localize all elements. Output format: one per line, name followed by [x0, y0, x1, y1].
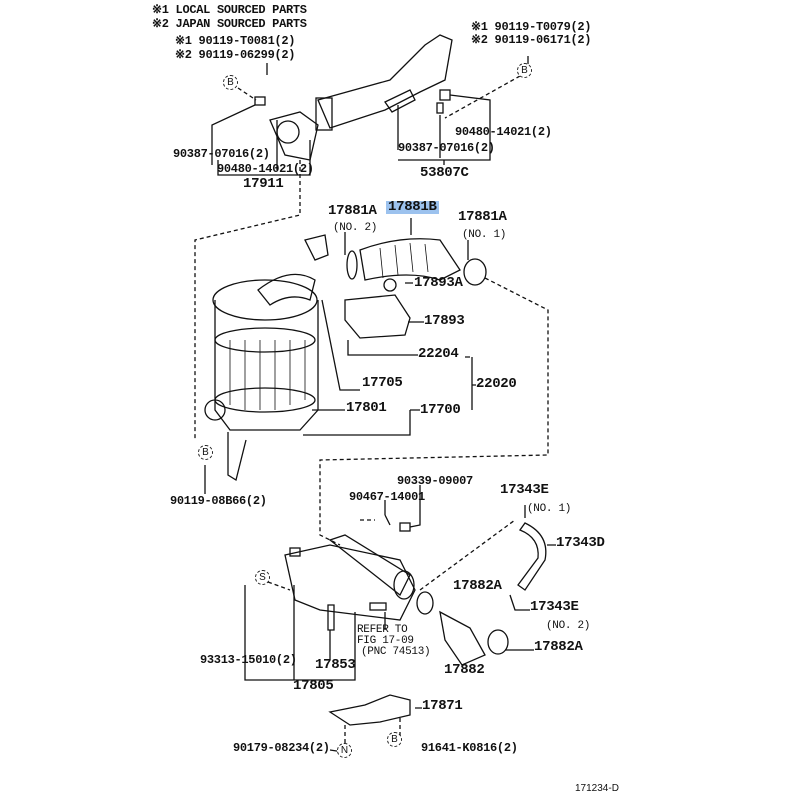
refer-note: (PNC 74513)	[361, 646, 431, 658]
duct-flange	[315, 97, 333, 131]
intake-pipe	[328, 534, 411, 597]
part-label[interactable]: 17801	[346, 400, 387, 416]
part-label[interactable]: 17882	[444, 662, 485, 678]
part-label[interactable]: 90339-09007	[397, 474, 473, 488]
leader-lines-mid	[204, 218, 476, 494]
collar-right	[436, 102, 444, 114]
marker-b: B	[517, 63, 532, 78]
part-label[interactable]: 17871	[422, 698, 463, 714]
hose-17882	[439, 610, 486, 666]
part-label[interactable]: 17911	[243, 176, 284, 192]
part-label-highlighted[interactable]: 17881B	[386, 199, 439, 215]
part-label[interactable]: 90119-08B66(2)	[170, 494, 267, 508]
part-label[interactable]: 90480-14021(2)	[455, 125, 552, 139]
note-japan-sourced: ※2 JAPAN SOURCED PARTS	[152, 17, 307, 31]
air-cleaner-inlet	[257, 273, 316, 306]
clamp-17882a-2	[487, 629, 509, 655]
dashed-leaders-mid	[319, 277, 549, 546]
intake-tank	[284, 544, 416, 621]
grommet-left	[254, 96, 266, 106]
figure-code: 171234-D	[575, 783, 619, 794]
part-note: (NO. 2)	[333, 222, 378, 234]
air-duct	[317, 34, 453, 129]
part-label[interactable]: 17881A	[328, 203, 377, 219]
label-plate	[369, 602, 387, 611]
part-label[interactable]: 22020	[476, 376, 517, 392]
part-label[interactable]: 17893A	[414, 275, 463, 291]
part-label[interactable]: 22204	[418, 346, 459, 362]
part-label[interactable]: 17343D	[556, 535, 605, 551]
leader-lines-top	[211, 56, 529, 176]
duct-elbow	[269, 111, 319, 161]
hose-clamp-no2	[346, 250, 358, 280]
marker-b: B	[387, 732, 402, 747]
part-note: (NO. 2)	[546, 620, 591, 632]
clip-90467	[384, 514, 391, 526]
hose-clamp-no1	[463, 258, 487, 286]
part-label[interactable]: 17705	[362, 375, 403, 391]
refer-note: REFER TO	[357, 624, 408, 636]
clamp-17882a-1	[416, 591, 434, 615]
part-label[interactable]: 17893	[424, 313, 465, 329]
part-label[interactable]: 90387-07016(2)	[398, 141, 495, 155]
marker-b: B	[223, 75, 238, 90]
part-label[interactable]: 90179-08234(2)	[233, 741, 330, 755]
pipe-outlet	[393, 570, 415, 600]
air-cleaner-cap	[212, 279, 318, 321]
cap-clip	[304, 234, 329, 261]
part-label[interactable]: 91641-K0816(2)	[421, 741, 518, 755]
duct-bracket	[384, 89, 416, 113]
part-label[interactable]: 90387-07016(2)	[173, 147, 270, 161]
part-label[interactable]: 17881A	[458, 209, 507, 225]
air-cleaner-bracket	[227, 432, 247, 482]
dashed-leaders-top	[194, 75, 521, 440]
grommet-90339	[399, 522, 411, 532]
air-cleaner-outlet	[204, 399, 226, 421]
part-label[interactable]: 53807C	[420, 165, 469, 181]
part-label[interactable]: 17882A	[453, 578, 502, 594]
part-label[interactable]: 93313-15010(2)	[200, 653, 297, 667]
part-label[interactable]: 17853	[315, 657, 356, 673]
part-label[interactable]: 17882A	[534, 639, 583, 655]
part-label[interactable]: ※1 90119-T0079(2)	[471, 20, 592, 34]
part-label[interactable]: ※1 90119-T0081(2)	[175, 34, 296, 48]
part-label[interactable]: 17700	[420, 402, 461, 418]
part-label[interactable]: 90480-14021(2)	[217, 162, 314, 176]
dashed-leaders-low	[267, 519, 516, 745]
part-label[interactable]: 17805	[293, 678, 334, 694]
refer-note[interactable]: FIG 17-09	[357, 635, 414, 647]
air-cleaner-body	[214, 300, 319, 431]
duct-port	[276, 120, 300, 144]
bracket-17871	[328, 694, 411, 726]
part-note: (NO. 1)	[462, 229, 507, 241]
note-local-sourced: ※1 LOCAL SOURCED PARTS	[152, 3, 307, 17]
part-label[interactable]: ※2 90119-06299(2)	[175, 48, 296, 62]
marker-n: N	[337, 743, 352, 758]
grommet-right	[439, 89, 451, 101]
part-label[interactable]: 17343E	[530, 599, 579, 615]
hose-17343d	[517, 522, 547, 591]
part-note: (NO. 1)	[527, 503, 572, 515]
part-label[interactable]: ※2 90119-06171(2)	[471, 33, 592, 47]
mount-tab	[289, 547, 301, 557]
intake-hose	[359, 238, 461, 281]
marker-s: S	[255, 570, 270, 585]
marker-b: B	[198, 445, 213, 460]
resonator-17893	[344, 294, 411, 339]
sensor-17853	[327, 604, 335, 631]
part-label[interactable]: 90467-14001	[349, 490, 425, 504]
plug-17893a	[383, 278, 397, 292]
part-label[interactable]: 17343E	[500, 482, 549, 498]
